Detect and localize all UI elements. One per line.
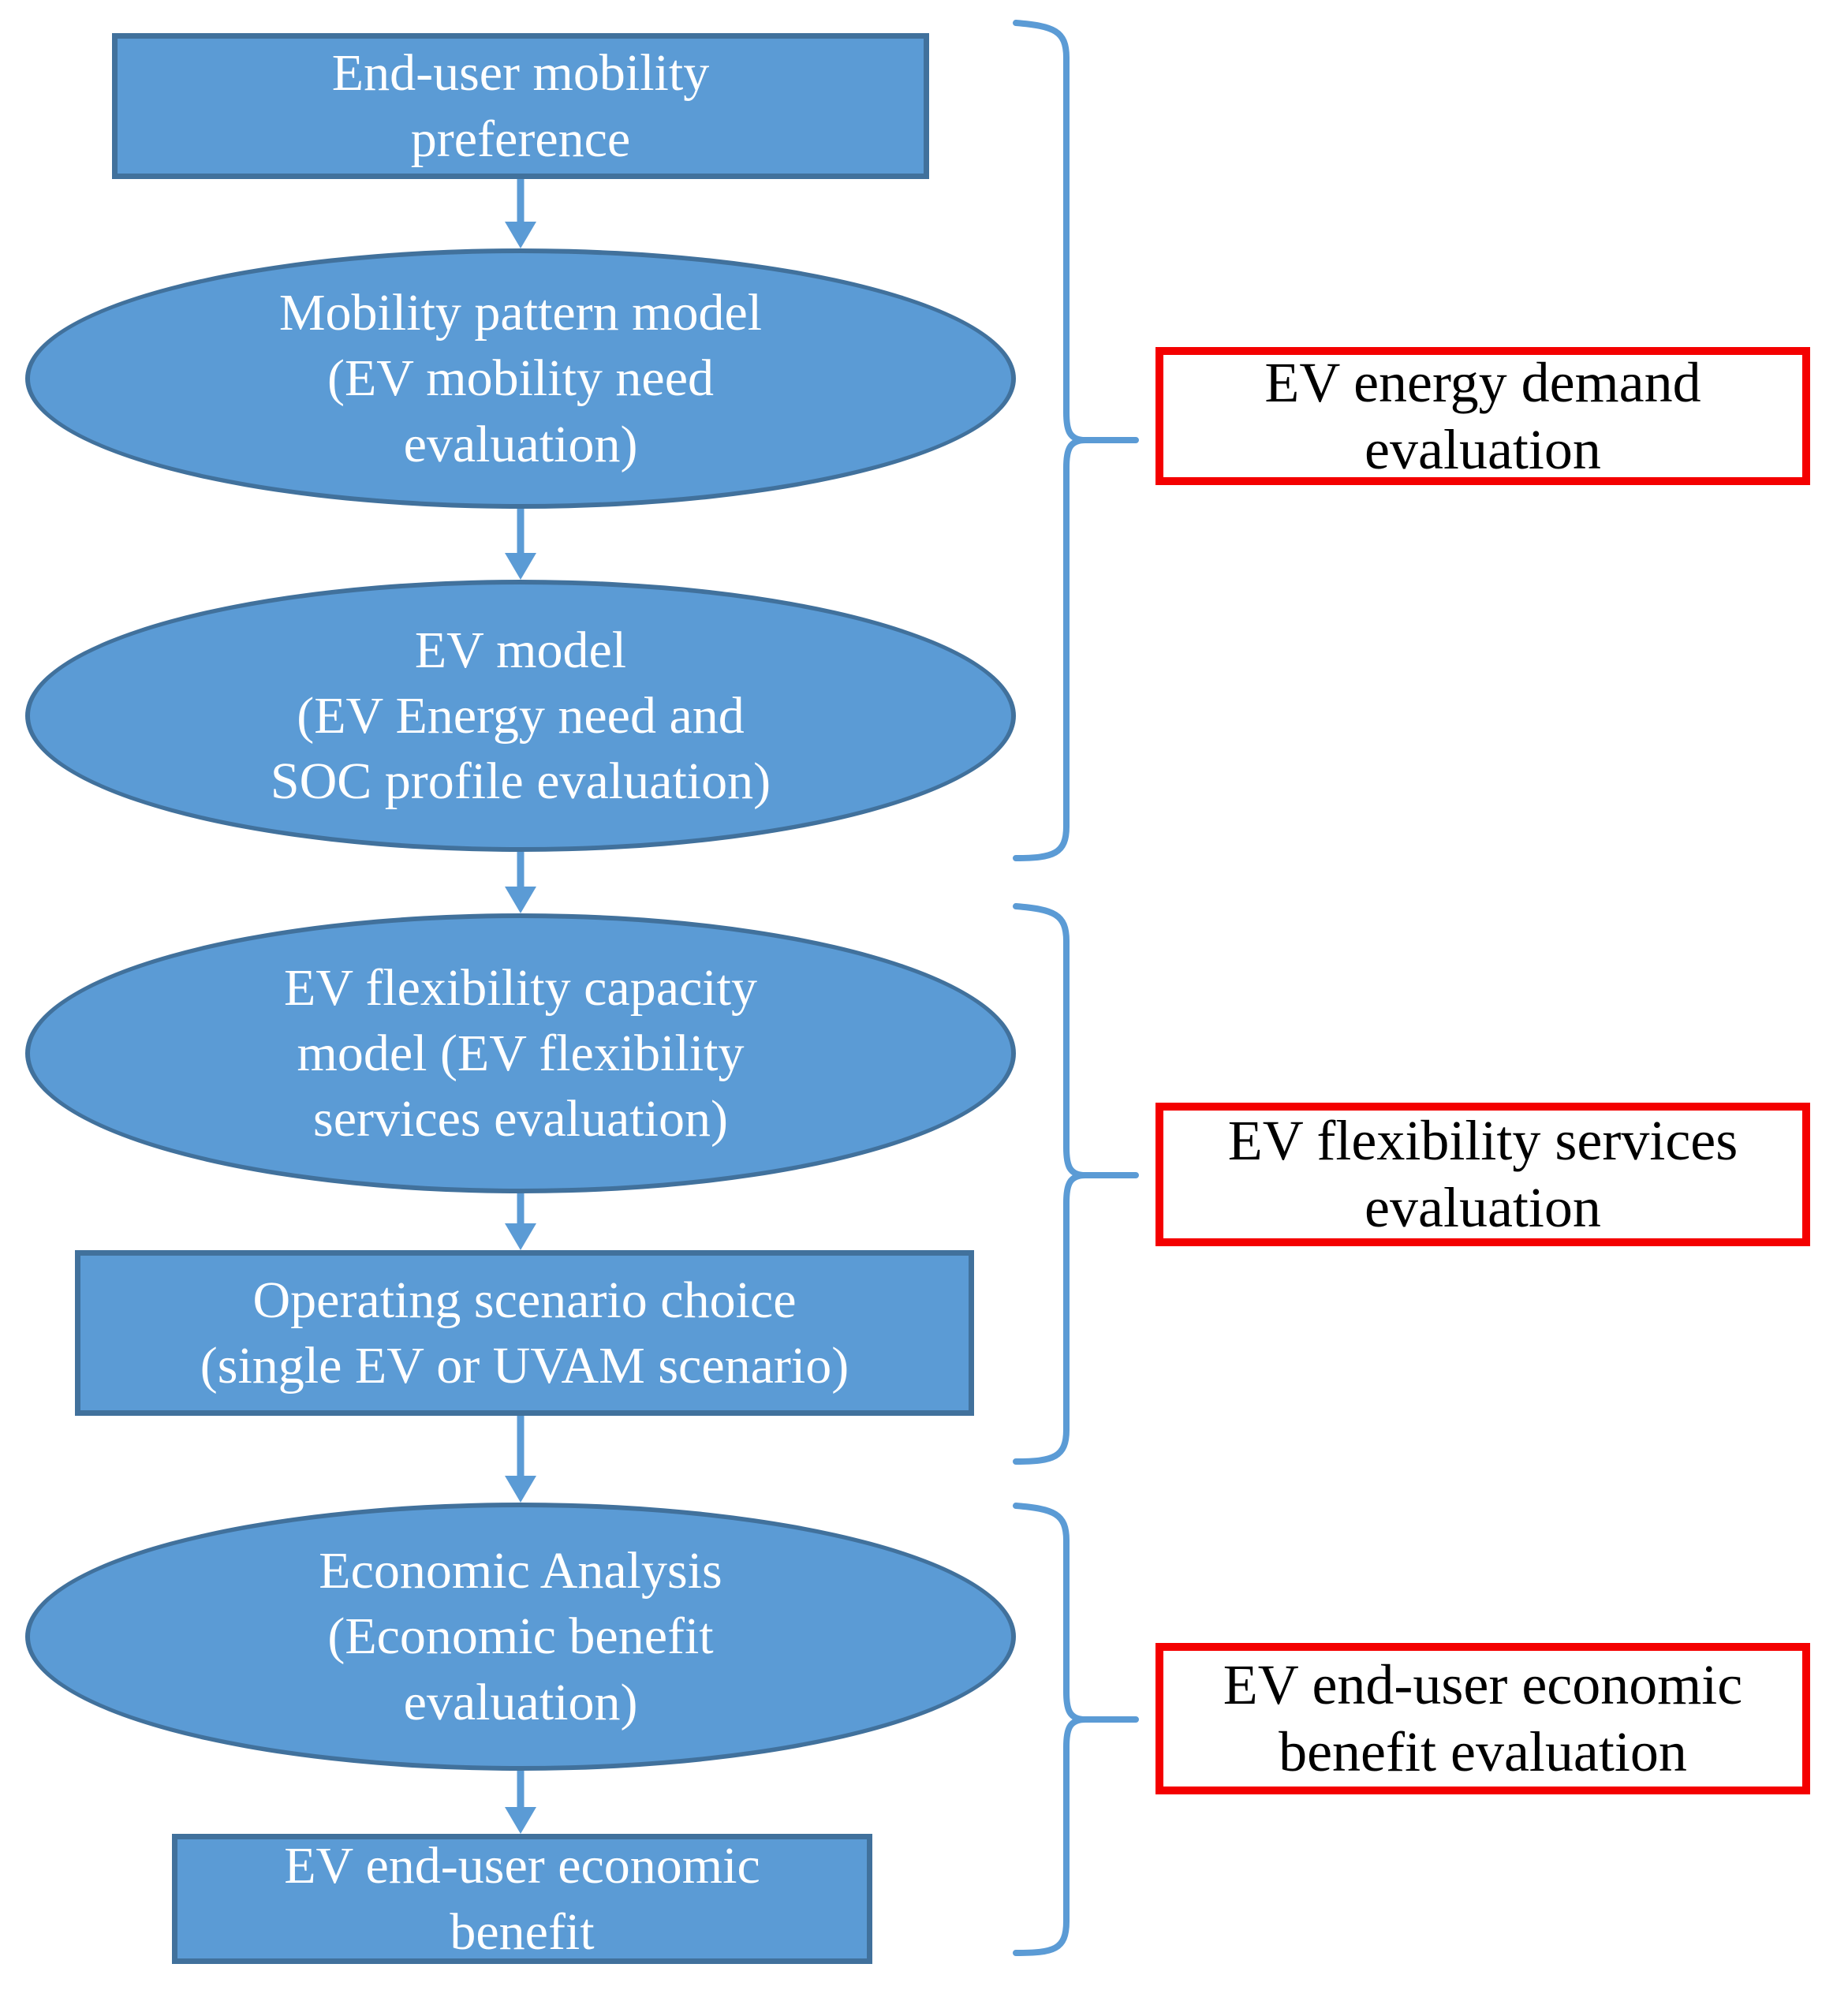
down-arrow-icon	[505, 1771, 536, 1834]
group-label-ev-energy-demand-evaluation: EV energy demand evaluation	[1155, 347, 1810, 485]
down-arrow-icon	[505, 1193, 536, 1250]
arrow-stem	[517, 1416, 525, 1479]
brace-icon-flexibility-services-group	[1013, 903, 1139, 1465]
flow-step-mobility-pattern-model: Mobility pattern model (EV mobility need…	[25, 248, 1016, 509]
arrow-head	[505, 887, 536, 913]
arrow-head	[505, 553, 536, 580]
arrow-stem	[517, 179, 525, 225]
arrow-stem	[517, 1193, 525, 1226]
group-label-ev-end-user-economic-benefit-evaluation: EV end-user economic benefit evaluation	[1155, 1643, 1810, 1794]
down-arrow-icon	[505, 1416, 536, 1503]
down-arrow-icon	[505, 179, 536, 248]
arrow-head	[505, 1223, 536, 1250]
brace-icon-economic-benefit-group	[1013, 1503, 1139, 1956]
flow-step-ev-model: EV model (EV Energy need and SOC profile…	[25, 580, 1016, 852]
arrow-head	[505, 222, 536, 248]
flow-step-ev-flexibility-capacity-model: EV flexibility capacity model (EV flexib…	[25, 913, 1016, 1193]
flow-step-end-user-mobility-preference: End-user mobility preference	[112, 33, 929, 179]
down-arrow-icon	[505, 509, 536, 580]
flow-step-operating-scenario-choice: Operating scenario choice (single EV or …	[75, 1250, 974, 1416]
flow-step-ev-end-user-economic-benefit: EV end-user economic benefit	[172, 1834, 872, 1964]
arrow-stem	[517, 509, 525, 556]
arrow-stem	[517, 852, 525, 890]
arrow-stem	[517, 1771, 525, 1810]
brace-icon-energy-demand-group	[1013, 20, 1139, 861]
flow-step-economic-analysis: Economic Analysis (Economic benefit eval…	[25, 1503, 1016, 1771]
arrow-head	[505, 1807, 536, 1834]
arrow-head	[505, 1476, 536, 1503]
down-arrow-icon	[505, 852, 536, 913]
group-label-ev-flexibility-services-evaluation: EV flexibility services evaluation	[1155, 1103, 1810, 1246]
